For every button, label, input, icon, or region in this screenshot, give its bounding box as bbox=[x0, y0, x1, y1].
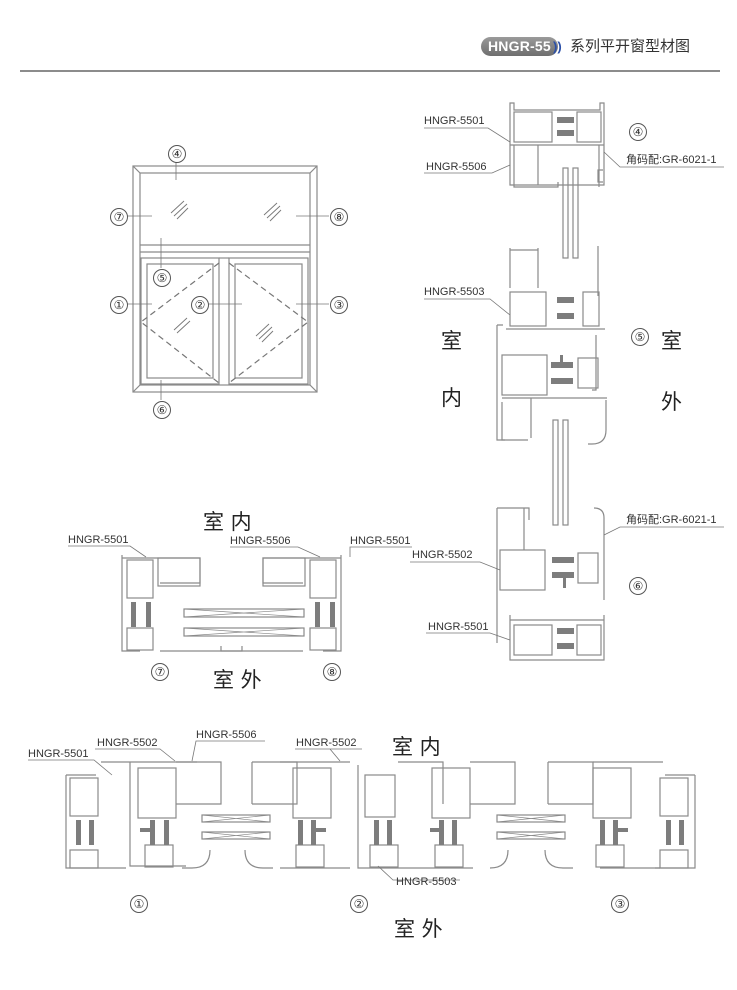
indoor-label-2: 内 bbox=[441, 386, 462, 410]
label-sash-bottom: HNGR-5502 bbox=[412, 549, 473, 561]
fixed-section bbox=[121, 555, 342, 652]
label-fixed-mid: HNGR-5506 bbox=[230, 535, 291, 547]
label-mullion: HNGR-5503 bbox=[396, 876, 457, 888]
marker-6: ⑥ bbox=[153, 401, 171, 419]
leader-lines bbox=[28, 127, 724, 881]
marker-7-section: ⑦ bbox=[151, 663, 169, 681]
label-mid-transom: HNGR-5503 bbox=[424, 286, 485, 298]
label-top-frame: HNGR-5501 bbox=[424, 115, 485, 127]
label-fixed-left-frame: HNGR-5501 bbox=[68, 534, 129, 546]
label-corner-top: 角码配:GR-6021-1 bbox=[626, 154, 717, 166]
page-title: 系列平开窗型材图 bbox=[570, 37, 691, 55]
label-bottom-frame: HNGR-5501 bbox=[428, 621, 489, 633]
label-corner-bottom: 角码配:GR-6021-1 bbox=[626, 514, 717, 526]
vertical-section bbox=[496, 102, 607, 661]
label-frame-left: HNGR-5501 bbox=[28, 748, 89, 760]
fixed-outdoor-label: 室 外 bbox=[213, 668, 262, 692]
marker-7: ⑦ bbox=[110, 208, 128, 226]
thermal-breaks bbox=[76, 117, 684, 845]
marker-3: ③ bbox=[330, 296, 348, 314]
marker-8: ⑧ bbox=[330, 208, 348, 226]
window-elevation bbox=[127, 162, 329, 400]
label-top-transom: HNGR-5506 bbox=[426, 161, 487, 173]
horizontal-outdoor-label: 室 外 bbox=[394, 917, 443, 941]
fixed-indoor-label: 室 内 bbox=[203, 510, 252, 534]
horizontal-section bbox=[65, 761, 696, 869]
label-fixed-right-frame: HNGR-5501 bbox=[350, 535, 411, 547]
label-sash-left: HNGR-5502 bbox=[97, 737, 158, 749]
header-rule bbox=[20, 70, 720, 72]
outdoor-label-2: 外 bbox=[661, 390, 682, 414]
marker-5-section: ⑤ bbox=[631, 328, 649, 346]
marker-4: ④ bbox=[168, 145, 186, 163]
marker-2-section: ② bbox=[350, 895, 368, 913]
series-badge: HNGR-55 bbox=[481, 37, 558, 56]
horizontal-indoor-label: 室 内 bbox=[392, 735, 441, 759]
chevron-icon: )) bbox=[553, 39, 562, 54]
marker-3-section: ③ bbox=[611, 895, 629, 913]
marker-2: ② bbox=[191, 296, 209, 314]
marker-1-section: ① bbox=[130, 895, 148, 913]
label-bead-left: HNGR-5506 bbox=[196, 729, 257, 741]
outdoor-label-1: 室 bbox=[661, 329, 682, 353]
marker-1: ① bbox=[110, 296, 128, 314]
marker-8-section: ⑧ bbox=[323, 663, 341, 681]
marker-6-section: ⑥ bbox=[629, 577, 647, 595]
label-sash-right: HNGR-5502 bbox=[296, 737, 357, 749]
marker-5: ⑤ bbox=[153, 269, 171, 287]
marker-4-section: ④ bbox=[629, 123, 647, 141]
indoor-label-1: 室 bbox=[441, 329, 462, 353]
